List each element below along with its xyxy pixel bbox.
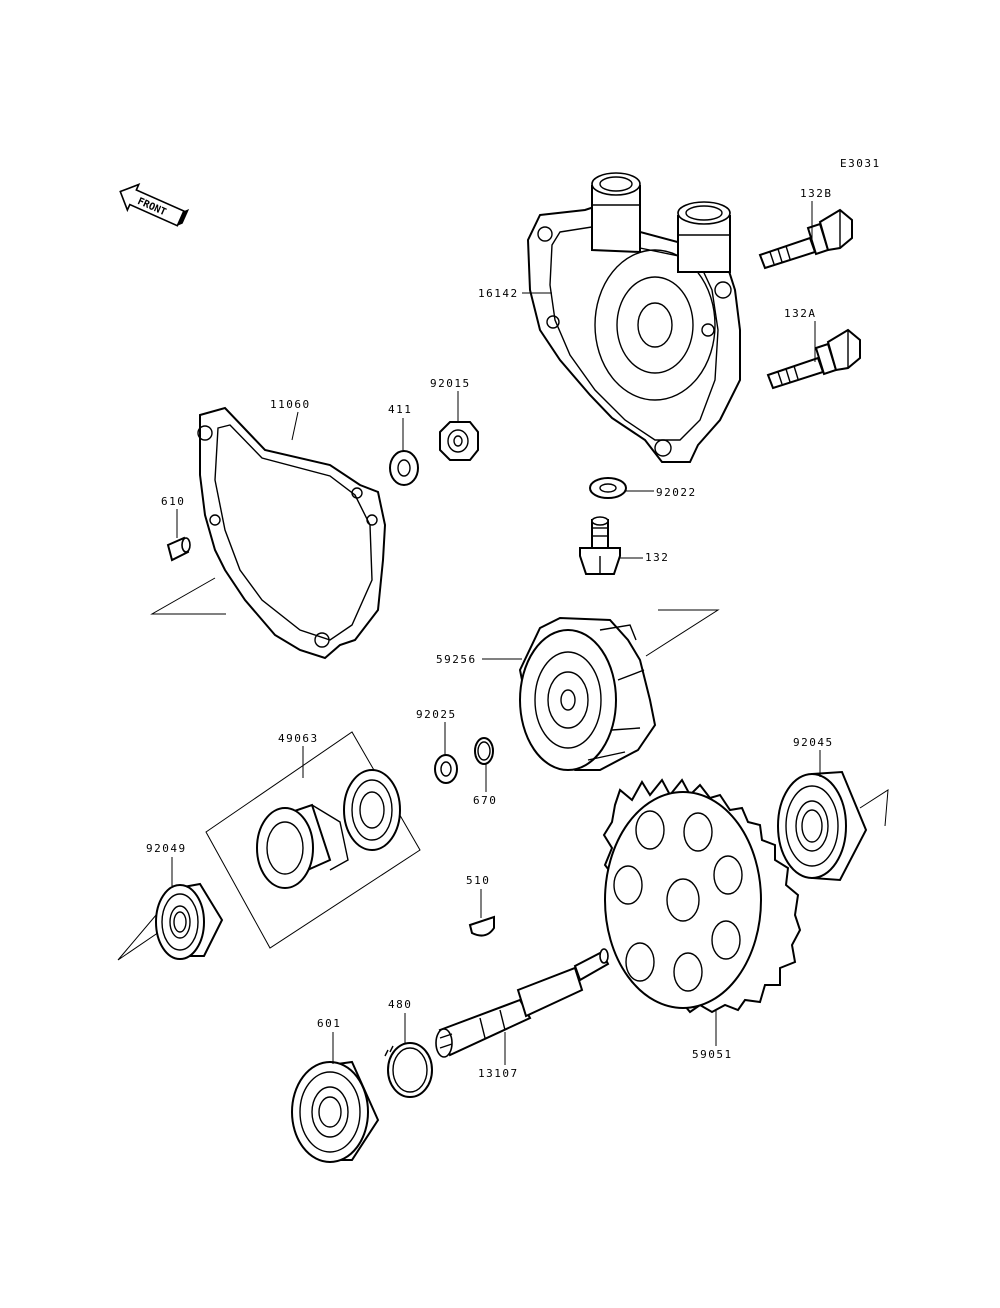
front-arrow-icon: FRONT [119, 183, 190, 227]
label-59256: 59256 [436, 653, 477, 666]
key-510 [468, 915, 495, 937]
label-16142: 16142 [478, 287, 519, 300]
bolt-132 [579, 516, 621, 575]
impeller-59256 [518, 616, 657, 771]
ring-670 [474, 737, 494, 765]
gasket-11060 [197, 406, 387, 660]
bearing-601 [291, 1060, 380, 1163]
label-132B: 132B [800, 187, 833, 200]
washer-92025 [434, 754, 458, 784]
label-92025: 92025 [416, 708, 457, 721]
label-92015: 92015 [430, 377, 471, 390]
label-132A: 132A [784, 307, 817, 320]
alignment-guides [117, 577, 889, 961]
label-59051: 59051 [692, 1048, 733, 1061]
label-510: 510 [466, 874, 490, 887]
bolt-132B [758, 208, 853, 270]
label-601: 601 [317, 1017, 341, 1030]
label-92045: 92045 [793, 736, 834, 749]
diagram-ref-code: E3031 [840, 157, 881, 170]
washer-92022 [589, 477, 627, 499]
bolt-132A [766, 328, 861, 390]
gear-59051 [602, 778, 802, 1014]
label-480: 480 [388, 998, 412, 1011]
label-11060: 11060 [270, 398, 311, 411]
label-13107: 13107 [478, 1067, 519, 1080]
circlip-480 [384, 1042, 433, 1098]
label-92022: 92022 [656, 486, 697, 499]
washer-411 [389, 450, 419, 486]
pump-cover-16142 [526, 172, 741, 463]
label-670: 670 [473, 794, 497, 807]
nut-92015 [439, 421, 479, 461]
label-49063: 49063 [278, 732, 319, 745]
label-411: 411 [388, 403, 412, 416]
bearing-92045 [777, 770, 868, 882]
label-610: 610 [161, 495, 185, 508]
label-132: 132 [645, 551, 669, 564]
label-92049: 92049 [146, 842, 187, 855]
bearing-92049 [155, 882, 224, 960]
dowel-pin-610 [166, 536, 191, 562]
seal-set-49063 [205, 731, 421, 949]
shaft-13107 [435, 948, 610, 1058]
